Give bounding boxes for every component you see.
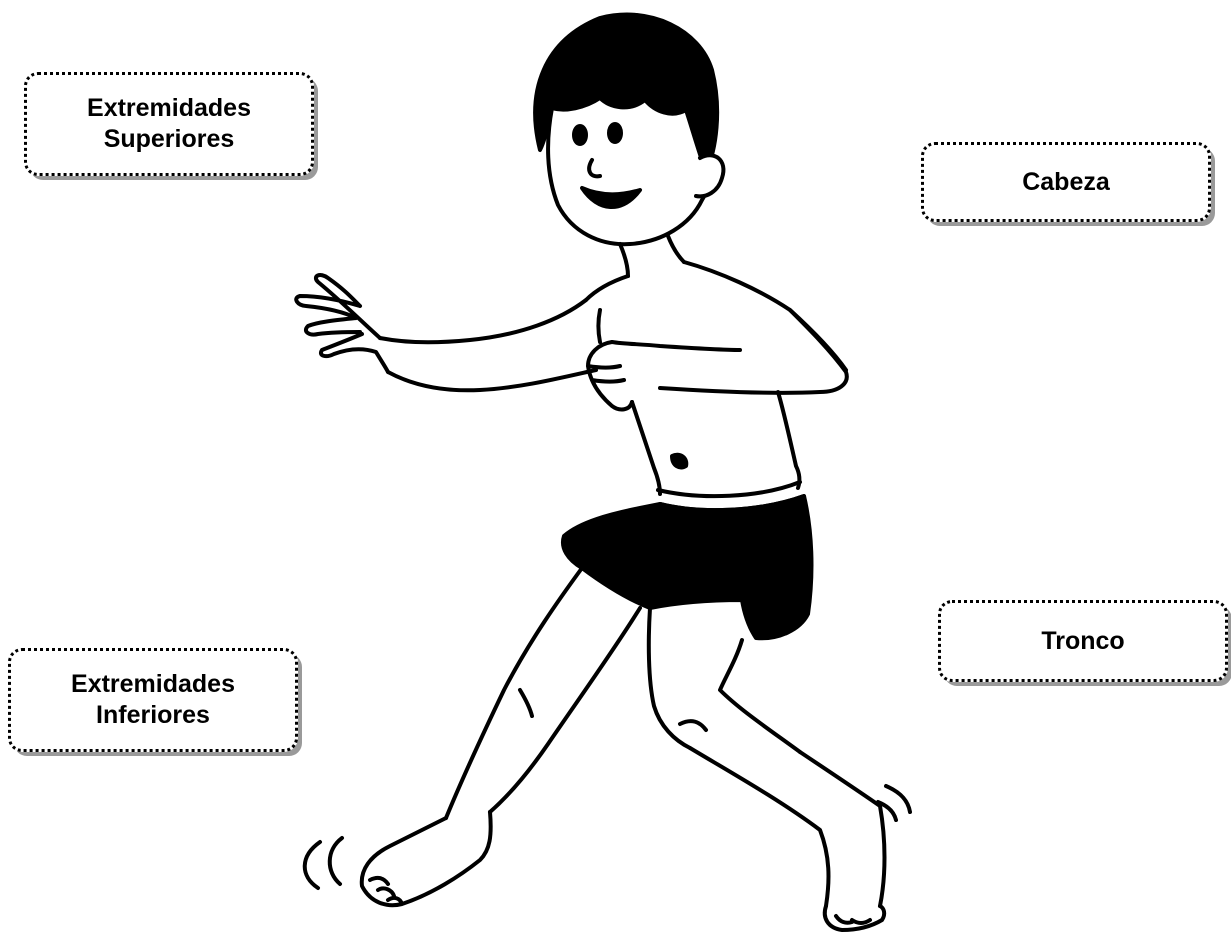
label-cabeza: Cabeza	[921, 142, 1211, 222]
shorts	[563, 496, 812, 638]
label-cabeza-text: Cabeza	[1022, 167, 1110, 198]
ear	[696, 155, 723, 196]
neck-right	[668, 236, 684, 262]
label-extremidades-inferiores: Extremidades Inferiores	[8, 648, 298, 752]
label-tronco-text: Tronco	[1041, 626, 1124, 657]
label-line-1: Extremidades	[87, 93, 251, 124]
front-foot	[825, 906, 884, 930]
back-foot	[362, 812, 491, 905]
label-extremidades-superiores: Extremidades Superiores	[24, 72, 314, 176]
reaching-hand	[296, 275, 388, 372]
front-shin-outer	[690, 748, 828, 906]
torso-left-side	[632, 402, 660, 494]
back-leg-inner	[490, 608, 640, 812]
label-extremidades-inferiores-text: Extremidades Inferiores	[71, 669, 235, 731]
navel	[672, 455, 686, 468]
motion-line-2	[330, 838, 342, 884]
label-tronco: Tronco	[938, 600, 1228, 682]
neck-left	[620, 244, 628, 276]
front-knee	[680, 721, 706, 730]
label-extremidades-superiores-text: Extremidades Superiores	[87, 93, 251, 155]
label-line-2: Inferiores	[71, 700, 235, 731]
front-leg-thigh-top	[649, 608, 690, 748]
motion-line-1	[305, 842, 320, 888]
right-eye	[609, 124, 621, 142]
back-knee	[520, 690, 532, 716]
label-line-1: Extremidades	[71, 669, 235, 700]
front-shin-inner	[800, 752, 885, 906]
front-leg-thigh-bottom	[720, 640, 800, 752]
face-outline	[548, 98, 710, 244]
torso-outline	[586, 262, 846, 370]
back-leg-outer	[446, 568, 582, 818]
forearm-left-lower	[388, 370, 596, 390]
torso-right-side	[778, 392, 799, 488]
left-eye	[574, 126, 586, 144]
forearm-right	[612, 342, 740, 350]
upper-arm-left	[380, 300, 586, 342]
label-line-2: Superiores	[87, 124, 251, 155]
fist	[588, 310, 632, 409]
